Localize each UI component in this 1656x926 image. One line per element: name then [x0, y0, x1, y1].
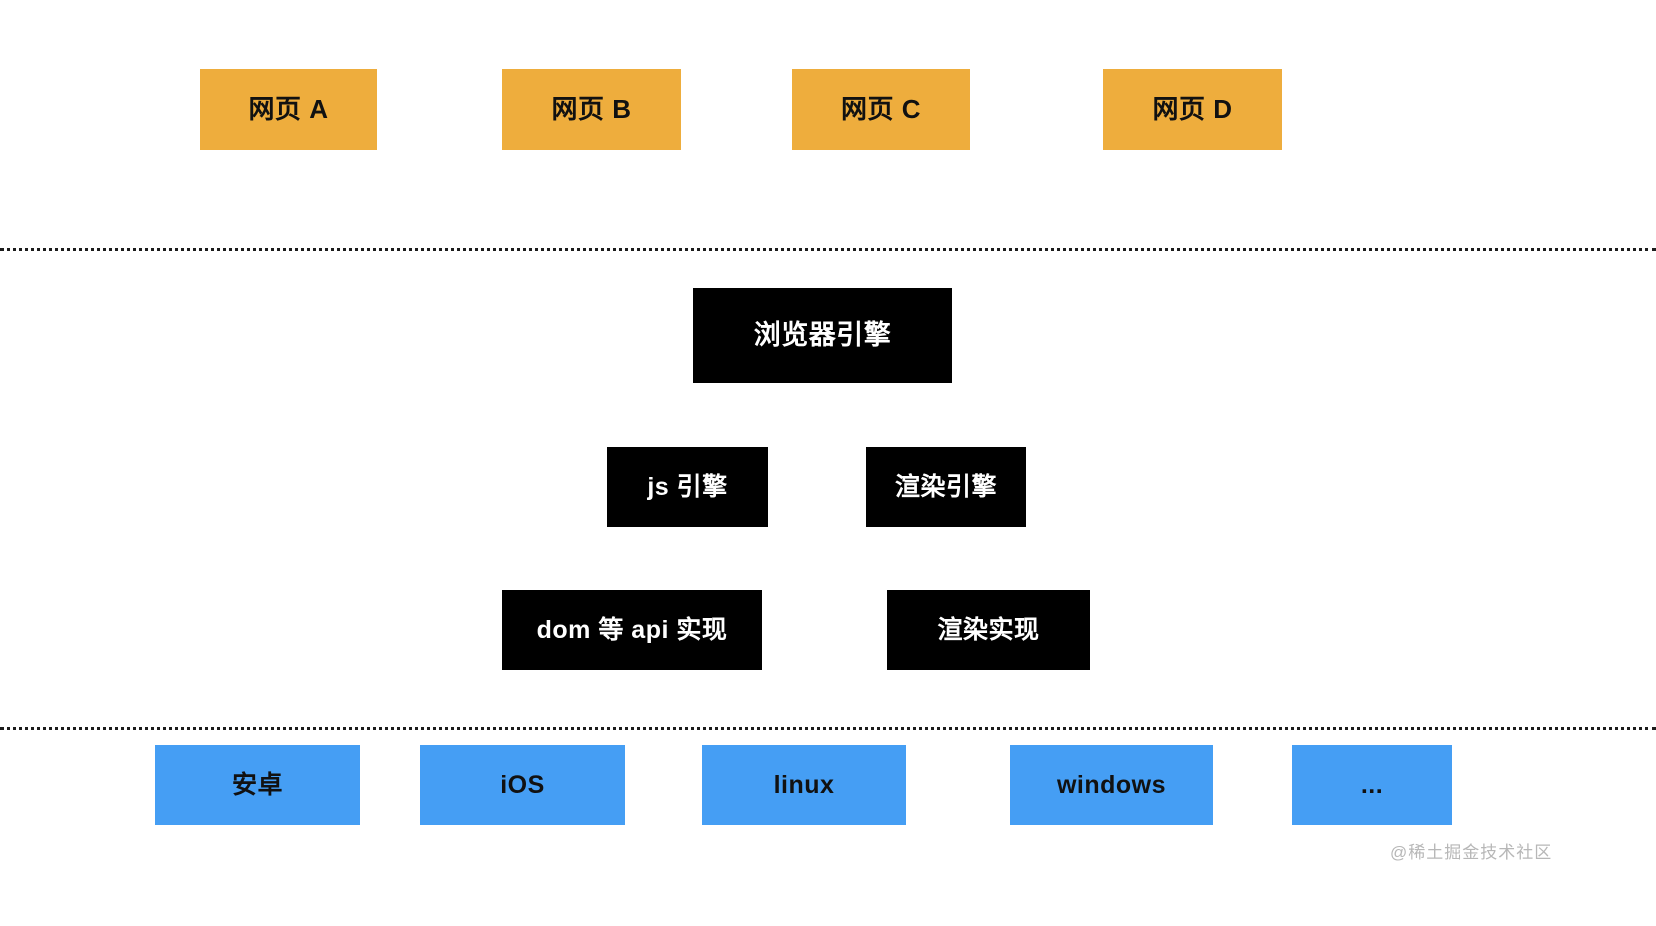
render-impl-box: 渲染实现 — [887, 590, 1090, 670]
web-page-box-b: 网页 B — [502, 69, 681, 150]
os-box-more: ... — [1292, 745, 1452, 825]
os-box-linux: linux — [702, 745, 906, 825]
js-engine-box: js 引擎 — [607, 447, 768, 527]
dom-api-impl-box: dom 等 api 实现 — [502, 590, 762, 670]
os-box-ios: iOS — [420, 745, 625, 825]
os-box-windows: windows — [1010, 745, 1213, 825]
web-page-box-d: 网页 D — [1103, 69, 1282, 150]
watermark: @稀土掘金技术社区 — [1390, 843, 1553, 862]
web-page-box-a: 网页 A — [200, 69, 377, 150]
divider-engine-os — [0, 727, 1656, 730]
divider-web-engine — [0, 248, 1656, 251]
web-page-box-c: 网页 C — [792, 69, 970, 150]
browser-engine-box: 浏览器引擎 — [693, 288, 952, 383]
render-engine-box: 渲染引擎 — [866, 447, 1026, 527]
os-box-android: 安卓 — [155, 745, 360, 825]
